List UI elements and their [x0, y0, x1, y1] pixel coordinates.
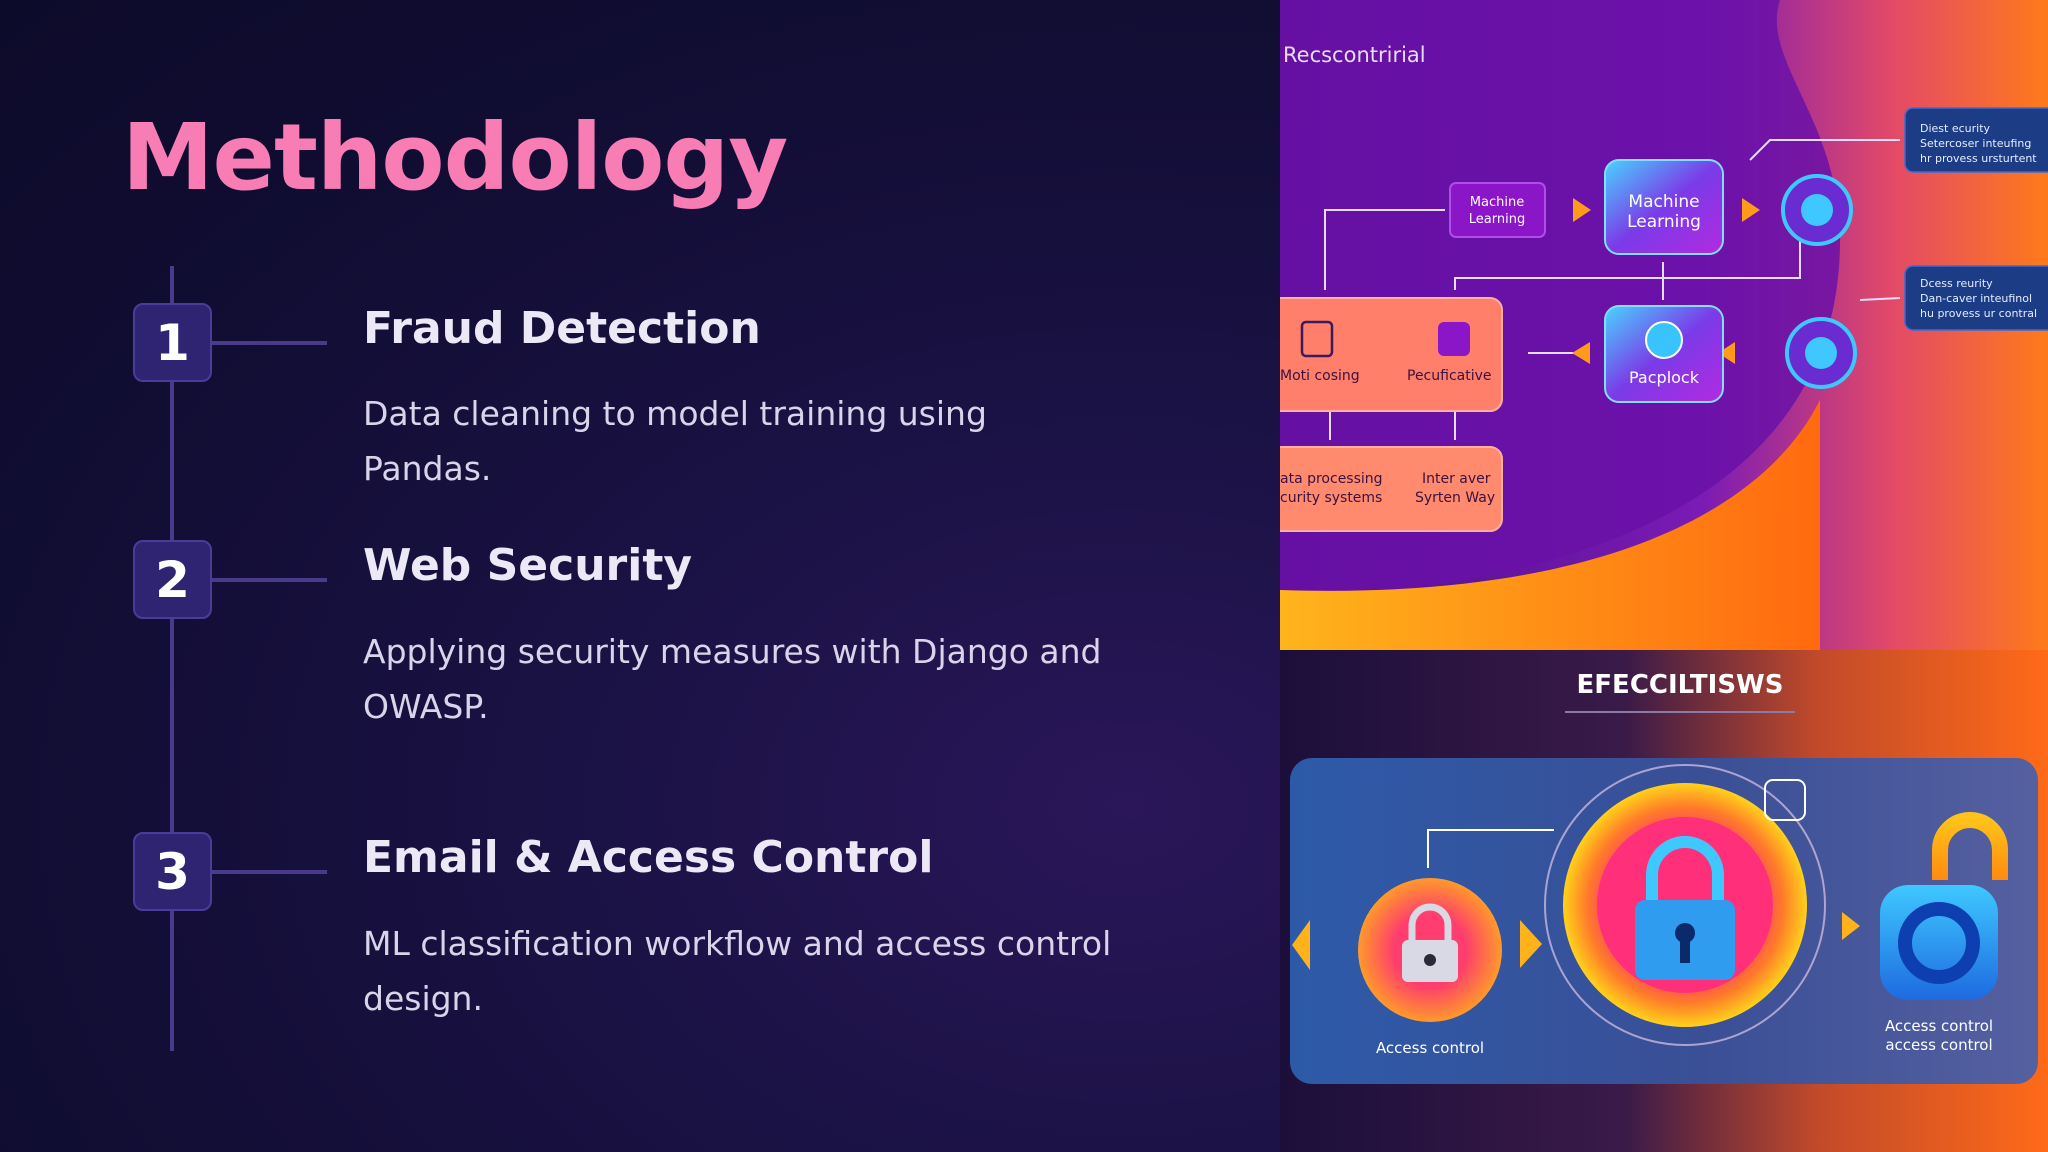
- access-arrows: [1292, 912, 1860, 970]
- step-connector: [212, 870, 327, 874]
- database-icon: [1438, 322, 1470, 356]
- step-description: Data cleaning to model training using Pa…: [363, 394, 987, 488]
- processing-card: [1280, 297, 1503, 412]
- access-right-label-2: access control: [1885, 1036, 1992, 1054]
- page-title: Methodology: [122, 104, 788, 211]
- side-note-line: Diest ecurity: [1920, 122, 1991, 135]
- ml-small-node: [1449, 182, 1546, 238]
- inter-aver-label: Inter aver: [1422, 471, 1491, 487]
- step-title: Fraud Detection: [363, 303, 761, 354]
- ml-big-label-1: Machine: [1628, 192, 1699, 212]
- step-title: Web Security: [363, 540, 693, 591]
- side-note-line: Dan-caver inteufinol: [1920, 292, 2032, 305]
- side-note-line: hr provess ursturtent: [1920, 152, 2037, 165]
- illustration-panel: Recscontririal Diest ecurity Setercoser …: [1280, 0, 2048, 1152]
- security-systems-label: curity systems: [1280, 490, 1382, 506]
- padlock-right-icon: [1932, 812, 2008, 880]
- step-number-badge: 3: [133, 832, 212, 911]
- pecuficative-label: Pecuficative: [1407, 368, 1492, 384]
- step-description: Applying security measures with Django a…: [363, 632, 1102, 726]
- step-connector: [212, 341, 327, 345]
- ml-big-label-2: Learning: [1627, 212, 1701, 232]
- lock-icon: [1646, 836, 1724, 905]
- step-description: ML classification workflow and access co…: [363, 924, 1112, 1018]
- timeline-line: [170, 266, 174, 1051]
- security-workflow-illustration: Recscontririal Diest ecurity Setercoser …: [1280, 0, 2048, 1152]
- packlock-label: Pacplock: [1629, 368, 1700, 387]
- access-right-label-1: Access control: [1885, 1017, 1993, 1035]
- document-icon: [1300, 320, 1334, 358]
- step-title: Email & Access Control: [363, 832, 934, 883]
- step-connector: [212, 578, 327, 582]
- side-note-line: hu provess ur contral: [1920, 307, 2037, 320]
- side-note-line: Dcess reurity: [1920, 277, 1993, 290]
- flow-arrows: [1572, 198, 1760, 364]
- ml-small-label-2: Learning: [1469, 212, 1525, 227]
- small-lock-icon: [1764, 779, 1806, 821]
- ml-small-label-1: Machine: [1470, 195, 1524, 210]
- ml-big-node: [1604, 159, 1724, 255]
- data-processing-label: ata processing: [1280, 471, 1383, 487]
- moti-label: Moti cosing: [1280, 368, 1360, 384]
- access-left-label: Access control: [1376, 1039, 1484, 1057]
- step-number-badge: 2: [133, 540, 212, 619]
- systems-card: [1280, 446, 1503, 532]
- step-number-badge: 1: [133, 303, 212, 382]
- shield-icon: [1645, 321, 1683, 359]
- system-way-label: Syrten Way: [1415, 490, 1495, 506]
- illustration-top-label: Recscontririal: [1283, 43, 1426, 67]
- section-heading: EFECCILTISWS: [1577, 670, 1784, 700]
- methodology-panel: Methodology 1 Fraud Detection Data clean…: [122, 104, 1112, 1051]
- side-note-line: Setercoser inteufing: [1920, 137, 2031, 150]
